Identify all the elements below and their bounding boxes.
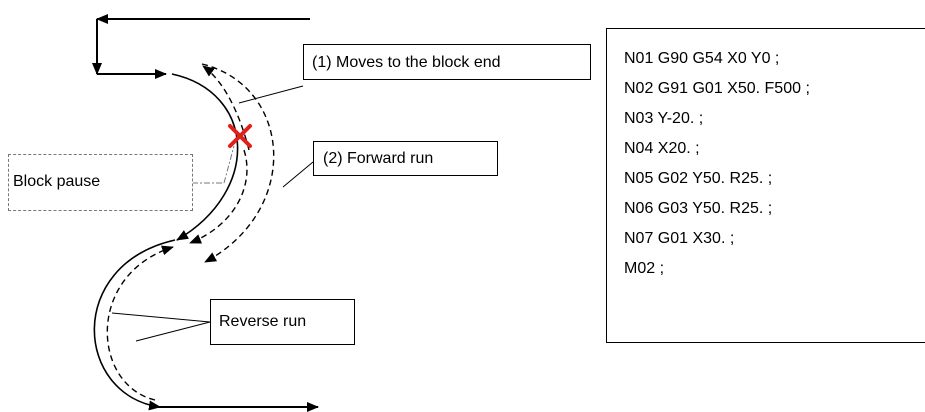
program-line: M02 ; bbox=[624, 260, 665, 277]
inner-arc-dashed bbox=[189, 149, 248, 244]
reverse-leader-line-1 bbox=[111, 312, 211, 323]
lower-arc-dashed bbox=[106, 245, 174, 401]
program-line: N07 G01 X30. ; bbox=[624, 230, 735, 247]
reverse-leader-line-2 bbox=[135, 321, 211, 342]
lower-arc-solid bbox=[93, 239, 176, 411]
upper-arc-dashed-forward bbox=[201, 63, 275, 263]
block-pause-label: Block pause bbox=[8, 154, 193, 211]
program-line: N02 G91 G01 X50. F500 ; bbox=[624, 80, 810, 97]
program-line: N06 G03 Y50. R25. ; bbox=[624, 200, 773, 217]
forward-leader-line bbox=[282, 161, 314, 188]
program-line: N01 G90 G54 X0 Y0 ; bbox=[624, 50, 780, 67]
moves-leader-line bbox=[238, 85, 304, 104]
nc-program-box: N01 G90 G54 X0 Y0 ; N02 G91 G01 X50. F50… bbox=[606, 28, 925, 343]
reverse-run-label: Reverse run bbox=[210, 299, 355, 345]
program-line: N04 X20. ; bbox=[624, 140, 700, 157]
program-line: N05 G02 Y50. R25. ; bbox=[624, 170, 773, 187]
moves-to-block-end-label: (1) Moves to the block end bbox=[303, 44, 591, 80]
forward-run-label: (2) Forward run bbox=[313, 141, 498, 176]
x-mark-icon bbox=[228, 124, 252, 148]
upper-arc-solid bbox=[171, 73, 239, 241]
program-line: N03 Y-20. ; bbox=[624, 110, 704, 127]
